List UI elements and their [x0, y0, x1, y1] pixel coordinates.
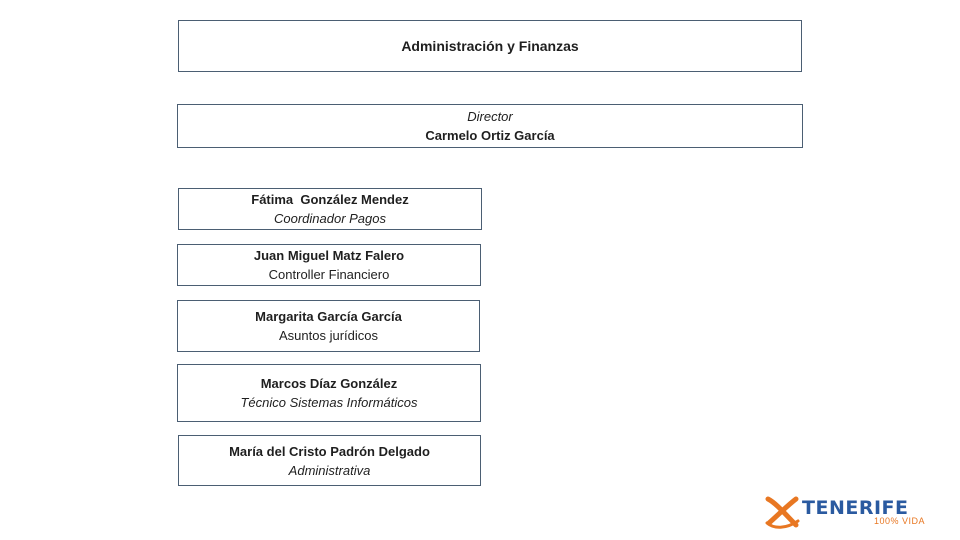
staff-role: Administrativa	[288, 462, 371, 478]
logo-wordmark: TENERIFE	[802, 497, 909, 519]
staff-role: Asuntos jurídicos	[279, 328, 378, 343]
staff-name: Fátima González Mendez	[251, 192, 409, 207]
staff-name: Juan Miguel Matz Falero	[253, 248, 405, 263]
tenerife-x-mark-icon	[765, 496, 800, 529]
director-name: Carmelo Ortiz García	[425, 128, 555, 143]
director-role: Director	[467, 109, 513, 124]
staff-box-administrativa: María del Cristo Padrón Delgado Administ…	[178, 435, 481, 486]
staff-box-tecnico-sistemas: Marcos Díaz González Técnico Sistemas In…	[177, 364, 481, 422]
logo-tagline: 100% VIDA	[874, 516, 926, 526]
staff-name: Margarita García García	[255, 309, 402, 324]
staff-name: María del Cristo Padrón Delgado	[229, 443, 430, 459]
department-box: Administración y Finanzas	[178, 20, 802, 72]
staff-role: Técnico Sistemas Informáticos	[240, 395, 418, 410]
staff-box-coordinador-pagos: Fátima González Mendez Coordinador Pagos	[178, 188, 482, 230]
tenerife-logo: TENERIFE 100% VIDA	[764, 494, 934, 530]
staff-box-controller-financiero: Juan Miguel Matz Falero Controller Finan…	[177, 244, 481, 286]
staff-role: Coordinador Pagos	[273, 211, 387, 226]
department-title: Administración y Finanzas	[401, 37, 579, 54]
staff-box-asuntos-juridicos: Margarita García García Asuntos jurídico…	[177, 300, 480, 352]
staff-role: Controller Financiero	[268, 267, 390, 282]
staff-name: Marcos Díaz González	[260, 376, 398, 391]
director-box: Director Carmelo Ortiz García	[177, 104, 803, 148]
